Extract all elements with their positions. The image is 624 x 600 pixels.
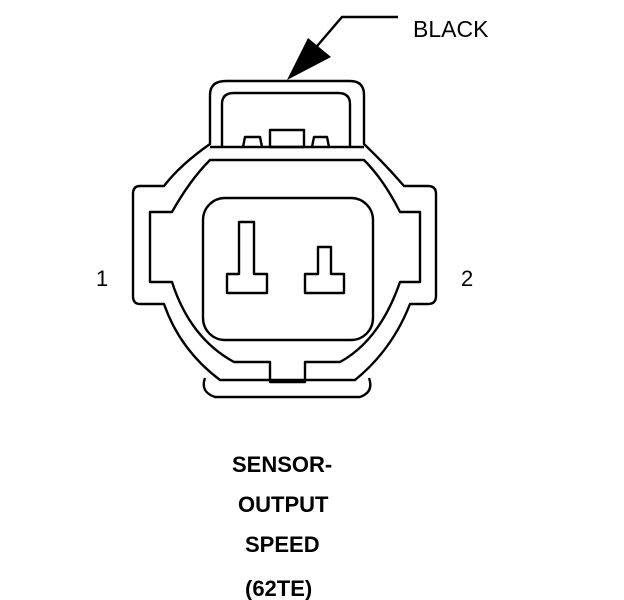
bottom-lip (202, 377, 372, 399)
connector-outer-shell (131, 79, 438, 382)
callout-color-label: BLACK (413, 16, 489, 42)
pin-number-2: 2 (461, 266, 473, 291)
connector-body (131, 79, 438, 399)
connector-caption: SENSOR- OUTPUT SPEED (62TE) (232, 452, 332, 600)
caption-line-1: SENSOR- (232, 452, 332, 477)
terminal-cavity (201, 196, 375, 342)
callout-arrowhead (287, 38, 331, 80)
caption-line-3: SPEED (245, 532, 320, 557)
inner-seal-ring (148, 158, 422, 384)
latch-cap (220, 91, 352, 147)
caption-line-2: OUTPUT (238, 492, 329, 517)
terminal-pin-2 (303, 245, 346, 295)
latch-tab (268, 128, 306, 149)
caption-line-4: (62TE) (245, 576, 312, 600)
pin-number-1: 1 (96, 266, 108, 291)
terminal-pin-1 (225, 220, 269, 295)
latch-tooth-left (241, 135, 264, 148)
color-callout: BLACK (287, 15, 489, 80)
latch-tooth-right (310, 135, 331, 148)
